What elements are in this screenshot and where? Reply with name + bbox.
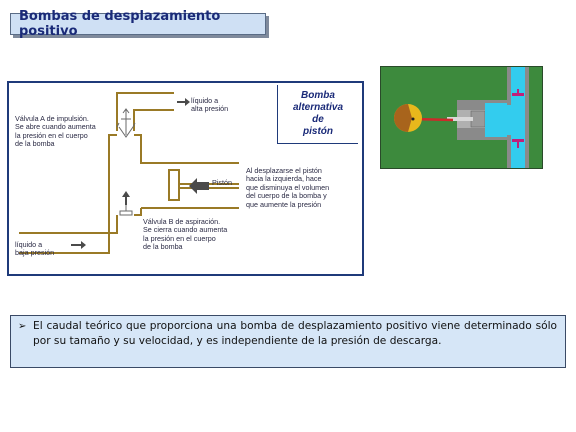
valve-lower: [512, 139, 524, 148]
pump-body-top: [108, 134, 117, 163]
pump-animation: [380, 66, 543, 169]
piston-head: [168, 169, 180, 201]
label-low-pressure: líquido a baja presión: [15, 240, 55, 258]
label-piston-note: Al desplazarse el pistón hacia la izquie…: [246, 166, 330, 209]
discharge-pipe-lower: [133, 109, 174, 131]
discharge-pipe-upper: [116, 92, 174, 131]
crank-pin: [411, 117, 415, 121]
arrow-high-pressure: [177, 98, 190, 106]
label-valve-b: Válvula B de aspiración. Se cierra cuand…: [143, 217, 228, 252]
info-box: ➢ El caudal teórico que proporciona una …: [10, 315, 566, 368]
valve-b-symbol: [119, 205, 133, 216]
crank-disc-shadow: [394, 104, 412, 132]
chamber-to-pipe: [507, 105, 511, 135]
pump-schematic: [19, 92, 239, 254]
arrow-low-pressure: [71, 241, 86, 249]
pipe-wall-right: [525, 67, 529, 168]
arrow-valve-b-up: [122, 191, 130, 205]
label-piston: Pistón: [212, 178, 232, 187]
pump-body-top-right: [134, 134, 239, 164]
label-high-pressure: líquido a alta presión: [191, 96, 229, 114]
valve-a-symbol: [116, 108, 136, 138]
bullet-icon: ➢: [18, 321, 27, 332]
label-valve-a: Válvula A de impulsión. Se abre cuando a…: [15, 114, 96, 149]
info-text: El caudal teórico que proporciona una bo…: [33, 320, 557, 347]
piston-rod-animation: [447, 117, 473, 121]
arrow-piston-left: [189, 178, 209, 194]
valve-upper: [512, 89, 524, 96]
fluid-pipe-vertical: [511, 67, 525, 168]
fluid-chamber: [485, 103, 507, 137]
suction-pipe-inner: [19, 215, 118, 234]
suction-pipe-outer: [19, 163, 110, 254]
slide-title: Bombas de desplazamiento positivo: [10, 9, 266, 39]
pump-title: Bomba alternativa de pistón: [277, 85, 358, 144]
pump-diagram: Bomba alternativa de pistón líquido a al…: [7, 81, 364, 276]
piston-block: [470, 110, 486, 128]
pump-animation-graphic: [394, 67, 529, 168]
pump-body-bottom-left: [134, 208, 142, 216]
